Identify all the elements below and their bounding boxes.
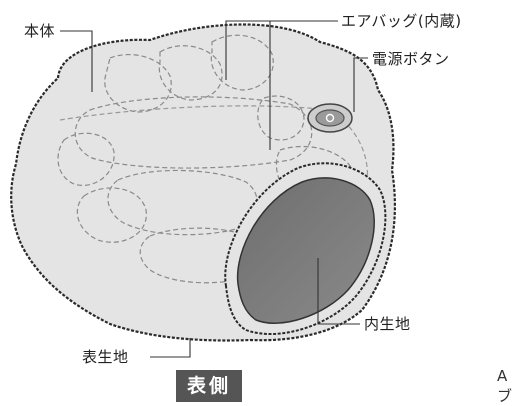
label-airbag: エアバッグ(内蔵) <box>341 12 462 30</box>
leader-power <box>353 57 368 112</box>
airbag-finger-3 <box>210 34 274 91</box>
leader-outer <box>150 338 191 358</box>
power-icon <box>325 113 335 123</box>
leader-airbag <box>225 20 338 80</box>
airbag-finger-2 <box>158 45 223 101</box>
airbag-finger-1 <box>104 54 172 113</box>
edge-text-line-2: ブ <box>497 387 513 405</box>
leader-inner <box>317 258 360 325</box>
label-inner-fabric: 内生地 <box>364 315 411 333</box>
label-power-button: 電源ボタン <box>372 50 450 68</box>
airbag-bottom-1 <box>107 169 258 236</box>
airbag-left-1 <box>57 132 115 186</box>
inner-fabric-area <box>236 177 375 324</box>
hand-opening <box>224 162 387 335</box>
leader-lines <box>60 20 368 358</box>
view-label-badge: 表側 <box>176 370 242 402</box>
label-outer-fabric: 表生地 <box>82 348 129 366</box>
power-button-graphic[interactable] <box>307 103 353 133</box>
airbag-left-2 <box>76 187 147 243</box>
edge-text-line-1: A <box>497 367 508 385</box>
label-body: 本体 <box>24 22 56 40</box>
airbag-side <box>257 95 305 141</box>
leader-body <box>60 30 93 92</box>
airbag-palm-top <box>74 96 313 169</box>
